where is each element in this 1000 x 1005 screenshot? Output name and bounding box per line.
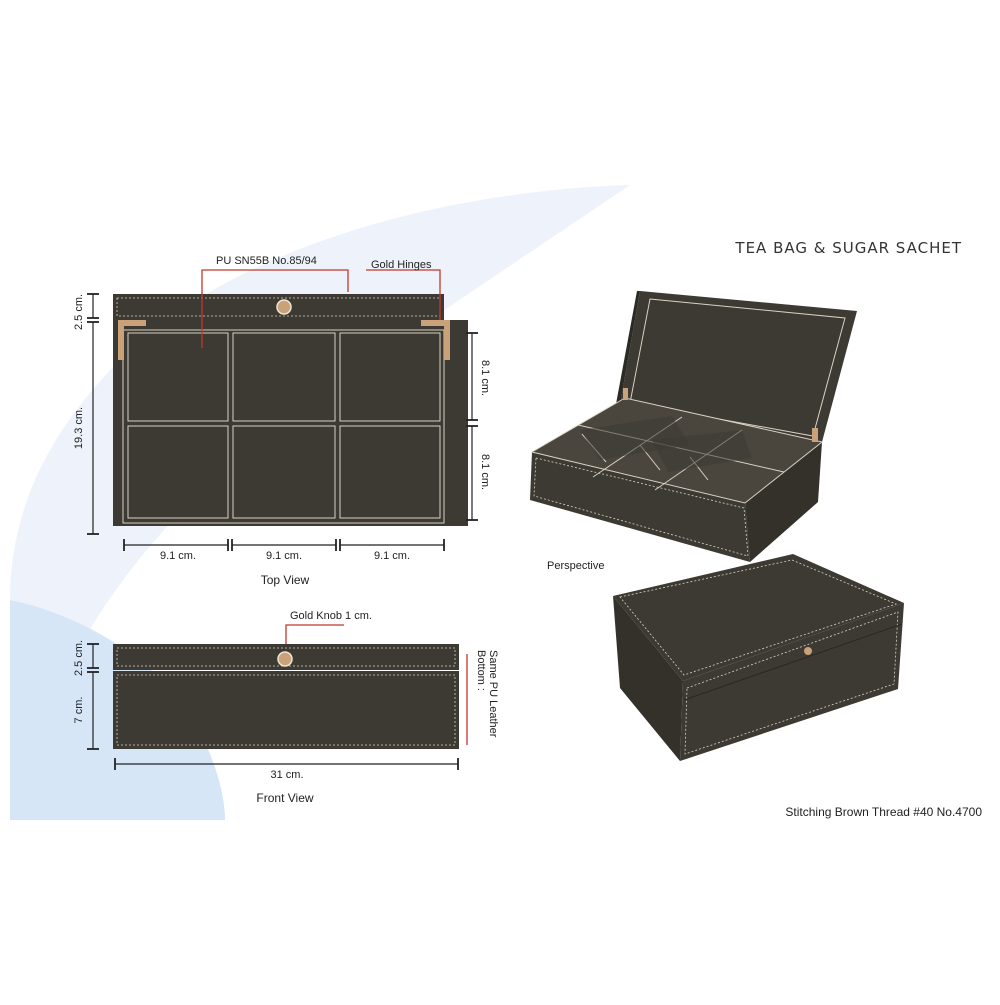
dim-compartment-lower: 8.1 cm.: [479, 454, 491, 490]
closed-box-knob-icon: [804, 647, 812, 655]
front-view-body: [113, 671, 459, 749]
dim-top-height: 19.3 cm.: [73, 407, 85, 449]
front-view: [113, 644, 459, 749]
dim-front-body: 7 cm.: [73, 697, 85, 724]
front-knob-icon: [277, 651, 293, 667]
dim-front-lid: 2.5 cm.: [73, 640, 85, 676]
callout-lines: [201, 269, 468, 745]
closed-box-front: [613, 596, 683, 761]
dim-width-1: 9.1 cm.: [160, 550, 196, 562]
top-view-label: Top View: [261, 573, 310, 587]
dim-width-2: 9.1 cm.: [266, 550, 302, 562]
stitching-label: Stitching Brown Thread #40 No.4700: [785, 805, 982, 819]
dim-top-lid: 2.5 cm.: [73, 294, 85, 330]
bottom-label-line1: Bottom :: [475, 650, 487, 691]
perspective-closed-box: [613, 554, 904, 761]
page-title: TEA BAG & SUGAR SACHET: [734, 239, 962, 257]
closed-box-top: [613, 554, 904, 681]
open-box-side-wall: [745, 442, 822, 562]
dim-compartment-upper: 8.1 cm.: [479, 360, 491, 396]
bottom-label-line2: Same PU Leather: [487, 650, 499, 738]
perspective-open-box: [530, 291, 857, 562]
dim-front-width: 31 cm.: [270, 769, 303, 781]
open-box-front-wall: [530, 452, 750, 562]
gold-hinge-icon: [118, 320, 450, 360]
open-box-lid: [620, 291, 857, 442]
front-view-label: Front View: [256, 791, 313, 805]
perspective-label: Perspective: [547, 560, 604, 572]
open-box-hinge-icon: [812, 428, 818, 442]
knob-label: Gold Knob 1 cm.: [290, 610, 372, 622]
top-view-compartments: [127, 332, 441, 519]
hinges-label: Gold Hinges: [371, 259, 432, 271]
top-view: [113, 294, 468, 526]
gold-knob-icon: [276, 299, 292, 315]
dim-width-3: 9.1 cm.: [374, 550, 410, 562]
material-label: PU SN55B No.85/94: [216, 255, 317, 267]
top-view-dimension-lines: [87, 293, 478, 551]
front-view-dimension-lines: [87, 643, 459, 770]
top-view-body: [113, 320, 468, 526]
